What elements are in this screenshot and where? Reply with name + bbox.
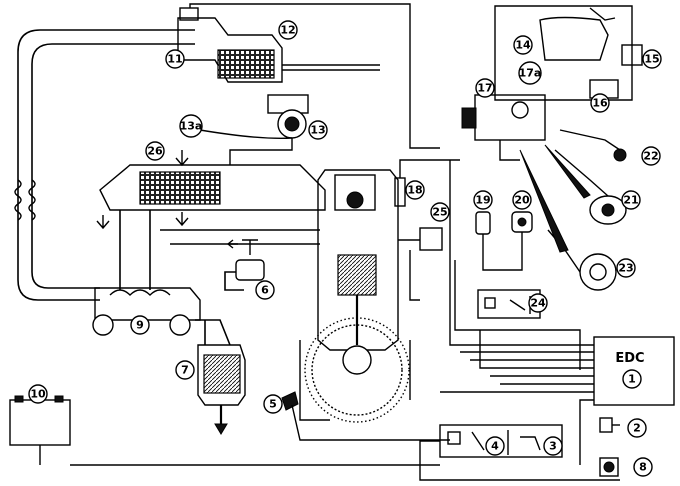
callout-20: 20 (512, 190, 532, 210)
svg-text:22: 22 (643, 150, 658, 163)
down-arrow-icon (96, 215, 110, 230)
svg-text:5: 5 (269, 398, 277, 411)
leader-wedges (519, 144, 591, 253)
svg-text:13: 13 (310, 124, 325, 137)
svg-text:20: 20 (514, 194, 530, 207)
svg-text:19: 19 (475, 194, 490, 207)
callout-8: 8 (633, 457, 653, 477)
brake-switch (599, 417, 620, 433)
callout-17: 17 (475, 78, 495, 98)
callout-10: 10 (28, 384, 48, 404)
left-arrow-icon (226, 239, 238, 249)
svg-text:2: 2 (633, 422, 641, 435)
callout-26: 26 (145, 141, 165, 161)
airflow-arrows (96, 150, 238, 249)
sensor-line-top (189, 3, 440, 149)
svg-text:11: 11 (167, 53, 182, 66)
callout-4: 4 (485, 436, 505, 456)
diagnostic-plug (599, 457, 619, 477)
callout-17a: 17a (518, 61, 542, 85)
svg-text:6: 6 (261, 284, 269, 297)
edc-label: EDC (615, 351, 644, 366)
svg-text:12: 12 (280, 24, 295, 37)
svg-text:10: 10 (30, 388, 46, 401)
callout-16: 16 (590, 93, 610, 113)
callout-7: 7 (175, 360, 195, 380)
crank-sensor (281, 391, 450, 441)
svg-text:16: 16 (592, 97, 608, 110)
glow-relay (454, 260, 581, 370)
svg-text:7: 7 (181, 364, 189, 377)
callout-5: 5 (263, 394, 283, 414)
callout-1: 1 (622, 369, 642, 389)
turbocharger (92, 287, 201, 336)
callout-15: 15 (642, 49, 662, 69)
accelerator-sensor (554, 129, 627, 225)
svg-text:25: 25 (432, 206, 447, 219)
callout-2: 2 (627, 418, 647, 438)
svg-text:21: 21 (623, 194, 638, 207)
svg-text:24: 24 (530, 297, 546, 310)
air-filter (177, 7, 380, 83)
callout-18: 18 (405, 180, 425, 200)
svg-text:13a: 13a (180, 120, 203, 133)
catalytic-converter (195, 319, 246, 435)
svg-text:15: 15 (644, 53, 659, 66)
svg-text:4: 4 (491, 440, 499, 453)
egr-valve (224, 239, 265, 291)
intake-manifold (99, 164, 326, 290)
callout-23: 23 (616, 258, 636, 278)
callout-21: 21 (621, 190, 641, 210)
callout-6: 6 (255, 280, 275, 300)
fuel-tank (494, 5, 643, 101)
battery (9, 395, 440, 466)
callout-12: 12 (278, 20, 298, 40)
svg-text:17: 17 (477, 82, 492, 95)
callout-13a: 13a (179, 114, 203, 138)
callout-3: 3 (543, 436, 563, 456)
svg-text:1: 1 (628, 373, 636, 386)
callout-14: 14 (513, 35, 533, 55)
callout-22: 22 (641, 146, 661, 166)
egr-modulator (199, 94, 309, 165)
engine-block (299, 169, 411, 423)
relay-block (419, 424, 620, 481)
svg-text:8: 8 (639, 461, 647, 474)
injector-nozzle (394, 159, 460, 207)
intake-air-duct (14, 29, 195, 301)
callouts: 1 2 3 4 5 6 7 8 9 10 11 12 13 13a 14 15 … (28, 20, 662, 477)
svg-text:3: 3 (549, 440, 557, 453)
down-arrow-icon (175, 150, 189, 167)
callout-11: 11 (165, 49, 185, 69)
callout-9: 9 (130, 315, 150, 335)
svg-text:9: 9 (136, 319, 144, 332)
edc-control-unit: EDC (440, 160, 675, 465)
down-arrow-icon (175, 212, 189, 227)
callout-24: 24 (528, 293, 548, 313)
exhaust-outlet-arrow-icon (214, 423, 228, 435)
svg-text:17a: 17a (519, 67, 542, 80)
svg-text:23: 23 (618, 262, 633, 275)
coolant-temp-sensor (398, 227, 443, 301)
sensor-19-20 (475, 211, 533, 271)
svg-text:14: 14 (515, 39, 531, 52)
callout-19: 19 (473, 190, 493, 210)
callout-13: 13 (308, 120, 328, 140)
svg-text:18: 18 (407, 184, 422, 197)
callout-25: 25 (430, 202, 450, 222)
svg-text:26: 26 (147, 145, 163, 158)
